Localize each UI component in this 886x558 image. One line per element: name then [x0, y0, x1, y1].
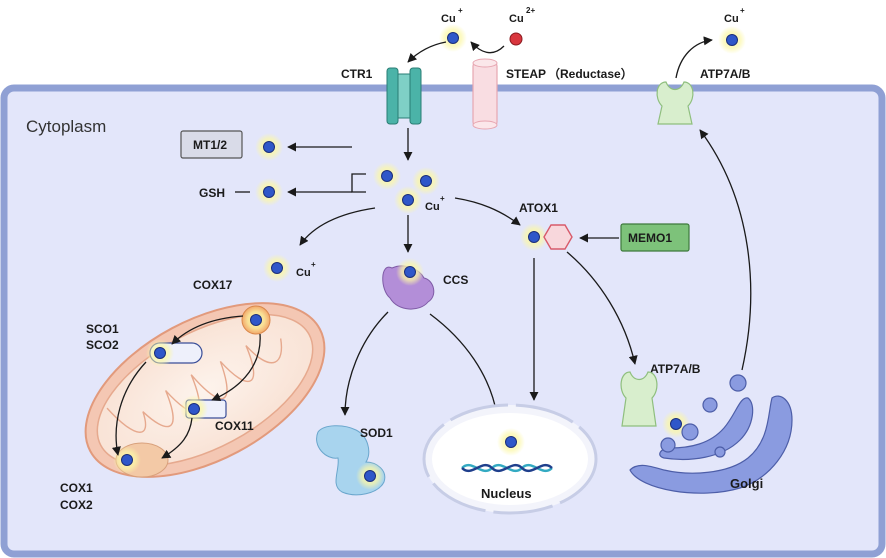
cox2-label: COX2 — [60, 498, 93, 512]
sod1-label: SOD1 — [360, 426, 393, 440]
cox17-protein — [241, 305, 271, 335]
cox1-label: COX1 — [60, 481, 93, 495]
cytoplasm-label: Cytoplasm — [26, 117, 106, 136]
sco-protein — [145, 338, 203, 368]
ccs-label: CCS — [443, 273, 468, 287]
cox11-label: COX11 — [215, 419, 254, 433]
gsh-label: GSH — [199, 186, 225, 200]
sco1-label: SCO1 — [86, 322, 119, 336]
cox17-label: COX17 — [193, 278, 233, 292]
atox1: ATOX1 — [519, 201, 573, 252]
svg-text:2+: 2+ — [526, 6, 535, 15]
reductase-label: （Reductase） — [548, 66, 633, 81]
mt12-box: MT1/2 — [180, 130, 243, 159]
memo1-box: MEMO1 — [620, 223, 690, 252]
ctr1-label: CTR1 — [341, 67, 373, 81]
svg-text:Cu: Cu — [724, 13, 739, 25]
steap-reductase: STEAP （Reductase） — [472, 58, 633, 130]
svg-text:+: + — [458, 6, 463, 15]
atox1-label: ATOX1 — [519, 201, 558, 215]
cu2-ion — [509, 32, 523, 46]
svg-text:Cu: Cu — [441, 13, 456, 25]
cytosolic-copper-pool: Cu + — [372, 161, 445, 215]
atp7ab-golgi-label: ATP7A/B — [650, 362, 701, 376]
svg-text:+: + — [311, 260, 316, 269]
nucleus: Nucleus — [422, 403, 598, 515]
svg-text:Cu: Cu — [509, 13, 524, 25]
cox1-cox2-complex — [112, 442, 169, 478]
atp7ab-membrane: ATP7A/B Cu + — [656, 6, 751, 125]
svg-text:Cu: Cu — [296, 267, 311, 279]
steap-label: STEAP — [506, 67, 546, 81]
dna-helix-icon — [461, 463, 553, 473]
atp7ab-golgi: ATP7A/B — [620, 362, 701, 439]
mt12-label: MT1/2 — [193, 138, 227, 152]
cox11-protein — [179, 394, 227, 424]
golgi-apparatus — [629, 374, 793, 494]
sod1: SOD1 — [316, 425, 393, 496]
memo1-label: MEMO1 — [628, 231, 672, 245]
nucleus-label: Nucleus — [481, 486, 532, 501]
svg-text:Cu: Cu — [425, 201, 440, 213]
golgi-label: Golgi — [730, 476, 763, 491]
ccs: CCS — [382, 257, 468, 310]
atox1-hexagon-icon — [543, 224, 573, 250]
svg-text:+: + — [740, 6, 745, 15]
sco2-label: SCO2 — [86, 338, 119, 352]
extracellular-copper: Cu + Cu 2+ — [407, 6, 535, 63]
ctr1-channel: CTR1 — [341, 67, 422, 125]
svg-text:+: + — [440, 194, 445, 203]
atp7ab-top-label: ATP7A/B — [700, 67, 751, 81]
